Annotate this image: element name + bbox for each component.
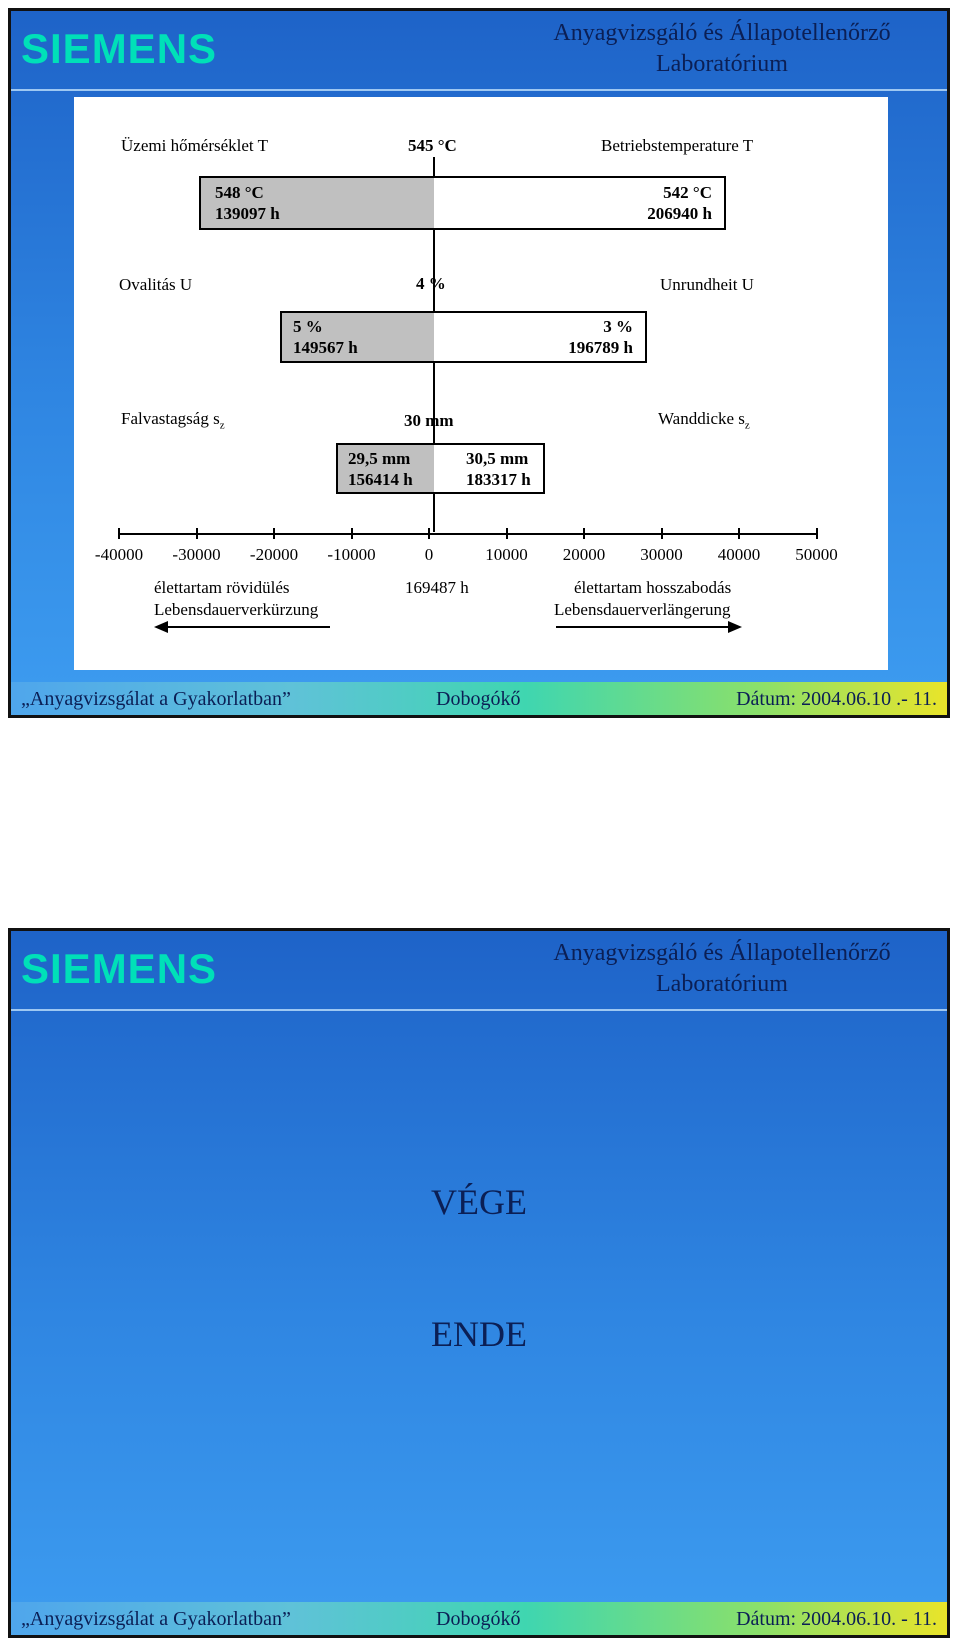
temp-right-value: 542 °C — [663, 183, 712, 202]
axis-tick — [273, 528, 275, 539]
axis-tick — [118, 528, 120, 539]
slide-2: SIEMENS Anyagvizsgáló és Állapotellenőrz… — [8, 928, 950, 1638]
axis-tick — [660, 528, 663, 539]
footer-event: „Anyagvizsgálat a Gyakorlatban” — [21, 1608, 291, 1630]
axis-tick-label: -30000 — [172, 545, 221, 564]
footer-location: Dobogókő — [436, 1608, 521, 1630]
temp-label-hu: Üzemi hőmérséklet T — [121, 136, 268, 155]
lab-title: Anyagvizsgáló és Állapotellenőrző Labora… — [522, 938, 922, 1000]
wall-left-value: 29,5 mm — [348, 449, 411, 468]
oval-left-value: 5 % — [293, 317, 323, 336]
end-text-hu: VÉGE — [431, 1182, 527, 1222]
axis-tick-label: -10000 — [327, 545, 376, 564]
wall-left-hours: 156414 h — [348, 470, 413, 489]
wall-bar: 29,5 mm 156414 h 30,5 mm 183317 h — [336, 443, 545, 494]
lab-title-line1: Anyagvizsgáló és Állapotellenőrző — [553, 940, 891, 966]
axis-tick — [505, 528, 508, 539]
hours-axis-line — [119, 533, 816, 535]
lab-title: Anyagvizsgáló és Állapotellenőrző Labora… — [522, 18, 922, 80]
footer-date: Dátum: 2004.06.10 .- 11. — [736, 688, 937, 710]
siemens-logo: SIEMENS — [21, 945, 218, 992]
wall-label-hu: Falvastagság sz — [121, 409, 225, 431]
slide-1: SIEMENS Anyagvizsgáló és Állapotellenőrz… — [8, 8, 950, 718]
shorten-label-hu: élettartam rövidülés — [154, 578, 290, 597]
oval-bar: 5 % 149567 h 3 % 196789 h — [280, 311, 647, 363]
diagram-panel: Üzemi hőmérséklet T 545 °C Betriebstempe… — [74, 97, 888, 670]
temp-bar: 548 °C 139097 h 542 °C 206940 h — [199, 176, 726, 230]
temp-right-hours: 206940 h — [647, 204, 712, 223]
axis-tick-label: -20000 — [249, 545, 299, 564]
shorten-arrow — [154, 621, 330, 633]
axis-tick — [195, 528, 198, 539]
wall-label-de-text: Wanddicke s — [658, 409, 745, 428]
axis-tick — [350, 528, 353, 539]
footer-event: „Anyagvizsgálat a Gyakorlatban” — [21, 688, 291, 710]
header-divider — [11, 89, 947, 91]
oval-bar-shortening-fill — [282, 313, 434, 361]
temp-left-hours: 139097 h — [215, 204, 280, 223]
oval-center-value: 4 % — [416, 274, 446, 293]
wall-label-hu-text: Falvastagság s — [121, 409, 220, 428]
axis-tick — [428, 528, 430, 539]
footer: „Anyagvizsgálat a Gyakorlatban” Dobogókő… — [11, 682, 947, 715]
axis-tick-label: 50000 — [795, 545, 838, 564]
axis-tick-label: 10000 — [485, 545, 528, 564]
temp-bar-shortening-fill — [201, 178, 434, 228]
wall-right-hours: 183317 h — [466, 470, 531, 489]
oval-label-de: Unrundheit U — [660, 275, 754, 294]
axis-tick — [815, 528, 818, 539]
temp-left-value: 548 °C — [215, 183, 264, 202]
footer: „Anyagvizsgálat a Gyakorlatban” Dobogókő… — [11, 1602, 947, 1635]
lab-title-line2: Laboratórium — [656, 971, 788, 997]
lab-title-line2: Laboratórium — [656, 51, 788, 77]
axis-tick-label: 20000 — [562, 545, 606, 564]
wall-label-hu-sub: z — [219, 419, 225, 432]
oval-right-hours: 196789 h — [568, 338, 633, 357]
oval-right-value: 3 % — [603, 317, 633, 336]
wall-center-value: 30 mm — [404, 411, 454, 430]
extend-label-hu: élettartam hosszabodás — [574, 578, 732, 597]
oval-left-hours: 149567 h — [293, 338, 358, 357]
extend-arrow — [556, 621, 742, 633]
temp-label-de: Betriebstemperature T — [601, 136, 754, 155]
axis-tick-label: 40000 — [717, 545, 761, 564]
temp-center-value: 545 °C — [408, 136, 457, 155]
axis-tick — [738, 528, 740, 539]
wall-label-de: Wanddicke sz — [658, 409, 750, 431]
axis-tick-label: 30000 — [640, 545, 683, 564]
siemens-logo: SIEMENS — [21, 25, 218, 72]
axis-tick-label: -40000 — [94, 545, 144, 564]
wall-label-de-sub: z — [744, 419, 750, 432]
wall-right-value: 30,5 mm — [466, 449, 529, 468]
oval-label-hu: Ovalitás U — [119, 275, 193, 294]
footer-location: Dobogókő — [436, 688, 521, 710]
lab-title-line1: Anyagvizsgáló és Állapotellenőrző — [553, 20, 891, 46]
axis-center-hours: 169487 h — [405, 578, 469, 597]
axis-tick — [583, 528, 585, 539]
wall-bar-shortening-fill — [338, 445, 434, 492]
end-text-de: ENDE — [431, 1314, 527, 1354]
header-divider — [11, 1009, 947, 1011]
footer-date: Dátum: 2004.06.10. - 11. — [736, 1608, 937, 1630]
extend-label-de: Lebensdauerverlängerung — [554, 600, 731, 619]
shorten-label-de: Lebensdauerverkürzung — [154, 600, 319, 619]
axis-tick-label: 0 — [424, 545, 434, 564]
